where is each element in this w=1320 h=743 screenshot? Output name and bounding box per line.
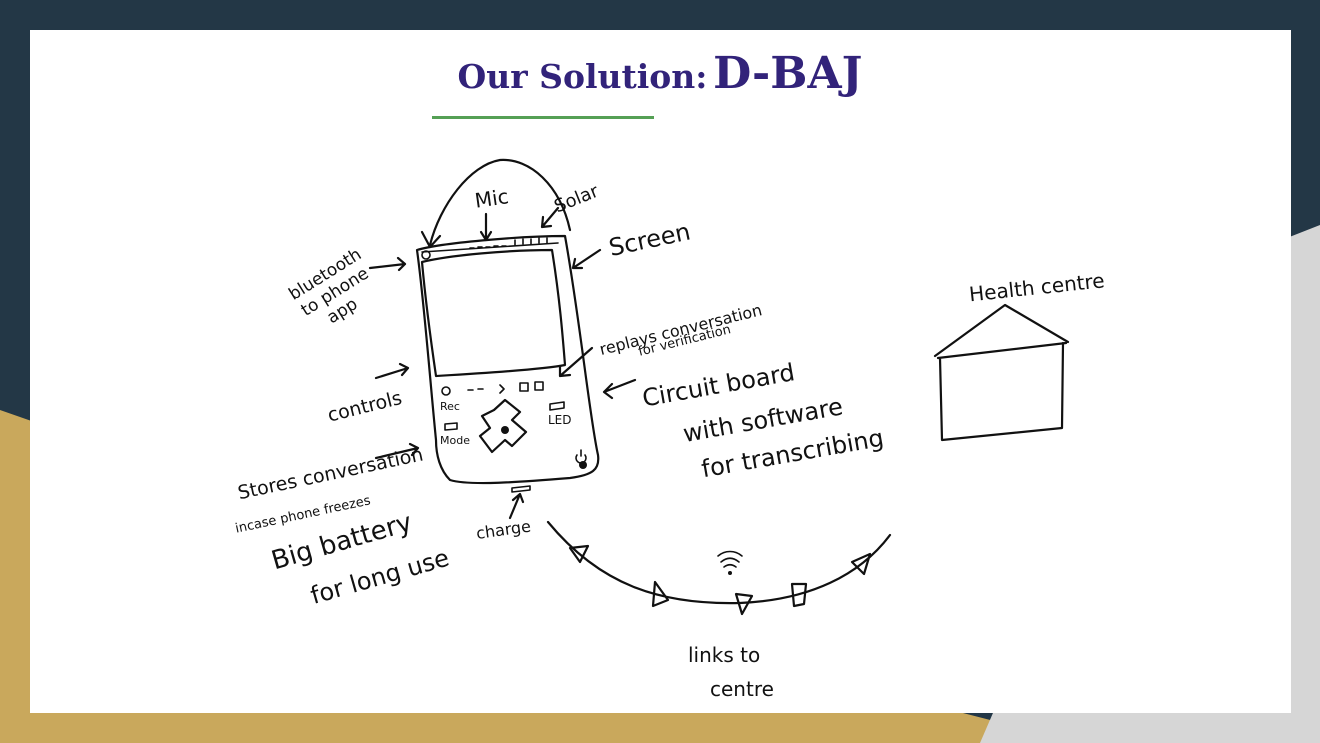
device-label-rec: Rec bbox=[440, 400, 460, 413]
control-icons bbox=[467, 381, 544, 394]
wifi-dot-icon bbox=[728, 571, 732, 575]
mic-solar-arc-arrowhead bbox=[420, 230, 442, 249]
device-outline bbox=[415, 234, 600, 485]
controls-arrow bbox=[374, 362, 410, 380]
label-links-line1: links to bbox=[688, 643, 760, 667]
health-centre-building bbox=[933, 303, 1070, 442]
label-replays-line1: replays conversation bbox=[598, 300, 764, 359]
signal-marker-1 bbox=[568, 544, 590, 564]
mic-arrow bbox=[479, 212, 493, 242]
bluetooth-arrow bbox=[368, 256, 407, 272]
device-screen bbox=[420, 248, 567, 378]
title-main: D-BAJ bbox=[713, 48, 863, 99]
label-solar: Solar bbox=[551, 180, 602, 217]
device-label-led: LED bbox=[548, 413, 572, 427]
mic-holes bbox=[469, 245, 507, 249]
screen-arrow bbox=[571, 248, 602, 270]
mic-solar-arc-arrow bbox=[428, 158, 572, 247]
signal-marker-3 bbox=[734, 592, 754, 616]
title-prefix: Our Solution: bbox=[457, 57, 708, 96]
replays-arrow bbox=[558, 346, 594, 378]
stores-arrow bbox=[374, 442, 420, 460]
label-charge: charge bbox=[475, 516, 532, 542]
title-underline bbox=[432, 116, 654, 119]
solar-panel-icon bbox=[514, 237, 548, 246]
bluetooth-icon bbox=[421, 250, 431, 260]
led-icon bbox=[549, 401, 565, 411]
dpad-icon bbox=[478, 398, 528, 454]
wifi-icon bbox=[717, 550, 743, 568]
signal-marker-5 bbox=[850, 552, 872, 576]
power-symbol-icon bbox=[575, 449, 587, 464]
circuit-arrow bbox=[602, 378, 637, 400]
label-links-line2: centre bbox=[710, 677, 774, 701]
signal-path-arc bbox=[546, 520, 892, 605]
rec-button-icon bbox=[441, 386, 451, 396]
label-stores-line1: Stores conversation bbox=[236, 443, 425, 504]
label-mic: Mic bbox=[473, 184, 510, 212]
charge-port-icon bbox=[511, 485, 531, 493]
dpad-center-icon bbox=[501, 426, 509, 434]
solar-arrow bbox=[540, 206, 560, 229]
device-label-mode: Mode bbox=[440, 434, 470, 447]
slide-title: Our Solution: D-BAJ bbox=[0, 52, 1320, 96]
slide-canvas bbox=[30, 30, 1291, 713]
mode-button-icon bbox=[444, 422, 458, 431]
signal-marker-4 bbox=[790, 582, 808, 608]
label-screen: Screen bbox=[606, 217, 693, 262]
label-controls: controls bbox=[325, 387, 404, 427]
signal-marker-2 bbox=[651, 580, 670, 608]
charge-arrow bbox=[508, 492, 525, 520]
label-health-centre: Health centre bbox=[968, 268, 1106, 306]
